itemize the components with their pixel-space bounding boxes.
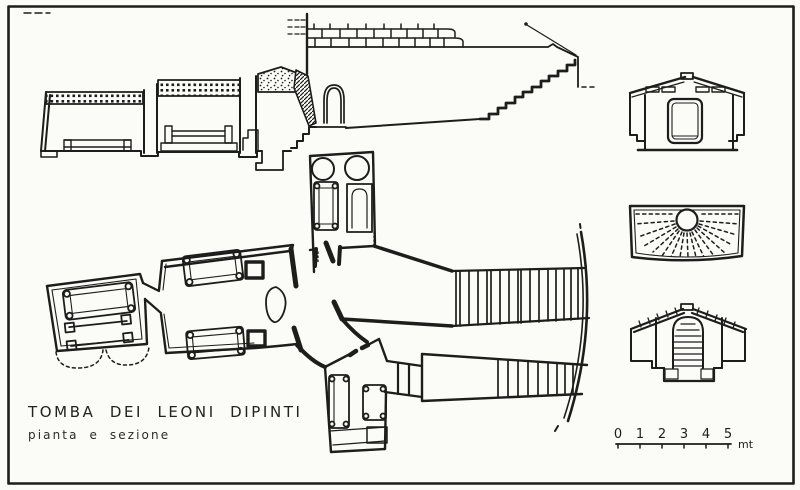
drawing-title: TOMBA DEI LEONI DIPINTI xyxy=(28,403,303,421)
platform-block xyxy=(366,426,388,444)
funeral-bed xyxy=(328,374,350,429)
scale-label-5: 5 xyxy=(724,427,732,442)
scale-ticks xyxy=(617,443,729,449)
plan-chamber-left xyxy=(45,272,150,369)
plan-chamber-upper xyxy=(308,150,377,274)
plan-south-corridor xyxy=(295,317,369,369)
funeral-bed xyxy=(362,384,387,421)
pillar-block xyxy=(246,329,267,348)
section-chamber-a xyxy=(40,91,144,158)
funeral-bed xyxy=(185,325,246,361)
tumulus-edge-arc xyxy=(554,223,589,432)
frontal-staircase xyxy=(672,316,704,369)
dromos-stair-profile xyxy=(478,58,577,121)
stele-feature xyxy=(346,183,373,233)
scale-bar-labels: 0 1 2 3 4 5 mt xyxy=(614,427,754,451)
scale-label-4: 4 xyxy=(702,427,710,442)
circular-feature xyxy=(311,157,335,181)
stair-steps xyxy=(455,268,579,327)
ridge-cap xyxy=(680,303,694,311)
plan-lower-staircase xyxy=(420,352,589,403)
funeral-bed xyxy=(160,125,238,152)
slit-windows xyxy=(645,86,726,93)
dash-marks xyxy=(287,19,306,35)
right-wing xyxy=(713,328,746,369)
ridge-cap xyxy=(680,72,694,80)
funeral-bed xyxy=(61,281,137,321)
section-floor xyxy=(40,126,317,171)
plan-view xyxy=(45,150,591,454)
funeral-bench xyxy=(63,139,132,152)
plan-main-staircase xyxy=(450,266,591,328)
scale-label-2: 2 xyxy=(658,427,666,442)
base-projection xyxy=(662,366,716,383)
funeral-bed xyxy=(63,313,134,352)
funeral-bed xyxy=(313,181,339,231)
central-disc xyxy=(675,208,699,232)
leader-dot xyxy=(524,22,528,26)
detail-facade-elevation xyxy=(628,72,746,152)
section-chamber-b xyxy=(157,79,241,152)
painted-frieze-band xyxy=(45,91,144,105)
block-tick-marks xyxy=(313,23,435,30)
detail-rear-elevation xyxy=(629,303,748,383)
left-wing xyxy=(629,92,646,142)
scale-label-1: 1 xyxy=(636,427,644,442)
scale-unit-label: mt xyxy=(738,438,754,451)
stair-steps xyxy=(497,358,574,398)
roof-tick-marks xyxy=(638,307,736,329)
scale-bar xyxy=(615,443,732,449)
floor-shaft xyxy=(255,150,284,171)
arched-niche xyxy=(323,84,345,124)
funeral-bed xyxy=(181,249,245,287)
scale-label-0: 0 xyxy=(614,427,622,442)
unexcavated-dashed-arcs xyxy=(55,346,150,369)
plan-dromos-corridor xyxy=(340,244,454,328)
section-view xyxy=(40,12,595,171)
plan-chamber-lower xyxy=(323,337,389,454)
shield-feature xyxy=(265,286,287,323)
section-wall-bc xyxy=(239,75,257,154)
right-wing xyxy=(728,92,745,142)
rock-cut-face xyxy=(293,69,317,127)
ground-profile xyxy=(306,22,595,88)
scale-label-3: 3 xyxy=(680,427,688,442)
dromos-floor-line xyxy=(345,118,481,129)
section-chamber-c xyxy=(242,66,317,151)
section-wall-ab xyxy=(143,83,158,154)
entrance-steps-section xyxy=(282,126,317,152)
plan-corridor-left xyxy=(141,281,163,315)
door-jambs xyxy=(313,245,342,268)
plan-stepped-passage xyxy=(383,359,424,399)
door-jambs xyxy=(347,342,371,358)
masonry-wall xyxy=(287,12,464,76)
detail-ceiling-panel xyxy=(628,204,746,262)
radial-fan-rays xyxy=(634,213,740,257)
sheet-frame xyxy=(7,5,795,485)
doorway xyxy=(666,97,704,145)
stippled-vault xyxy=(257,66,298,93)
pillar-block xyxy=(244,260,265,280)
leader-line xyxy=(526,24,577,56)
circular-feature xyxy=(344,155,370,181)
left-wing xyxy=(630,328,665,369)
drawing-subtitle: pianta e sezione xyxy=(28,428,171,442)
title-block: TOMBA DEI LEONI DIPINTI pianta e sezione xyxy=(28,403,303,442)
plan-chamber-main xyxy=(157,243,299,361)
painted-frieze-band xyxy=(157,79,241,97)
interior-step-block xyxy=(242,129,259,151)
